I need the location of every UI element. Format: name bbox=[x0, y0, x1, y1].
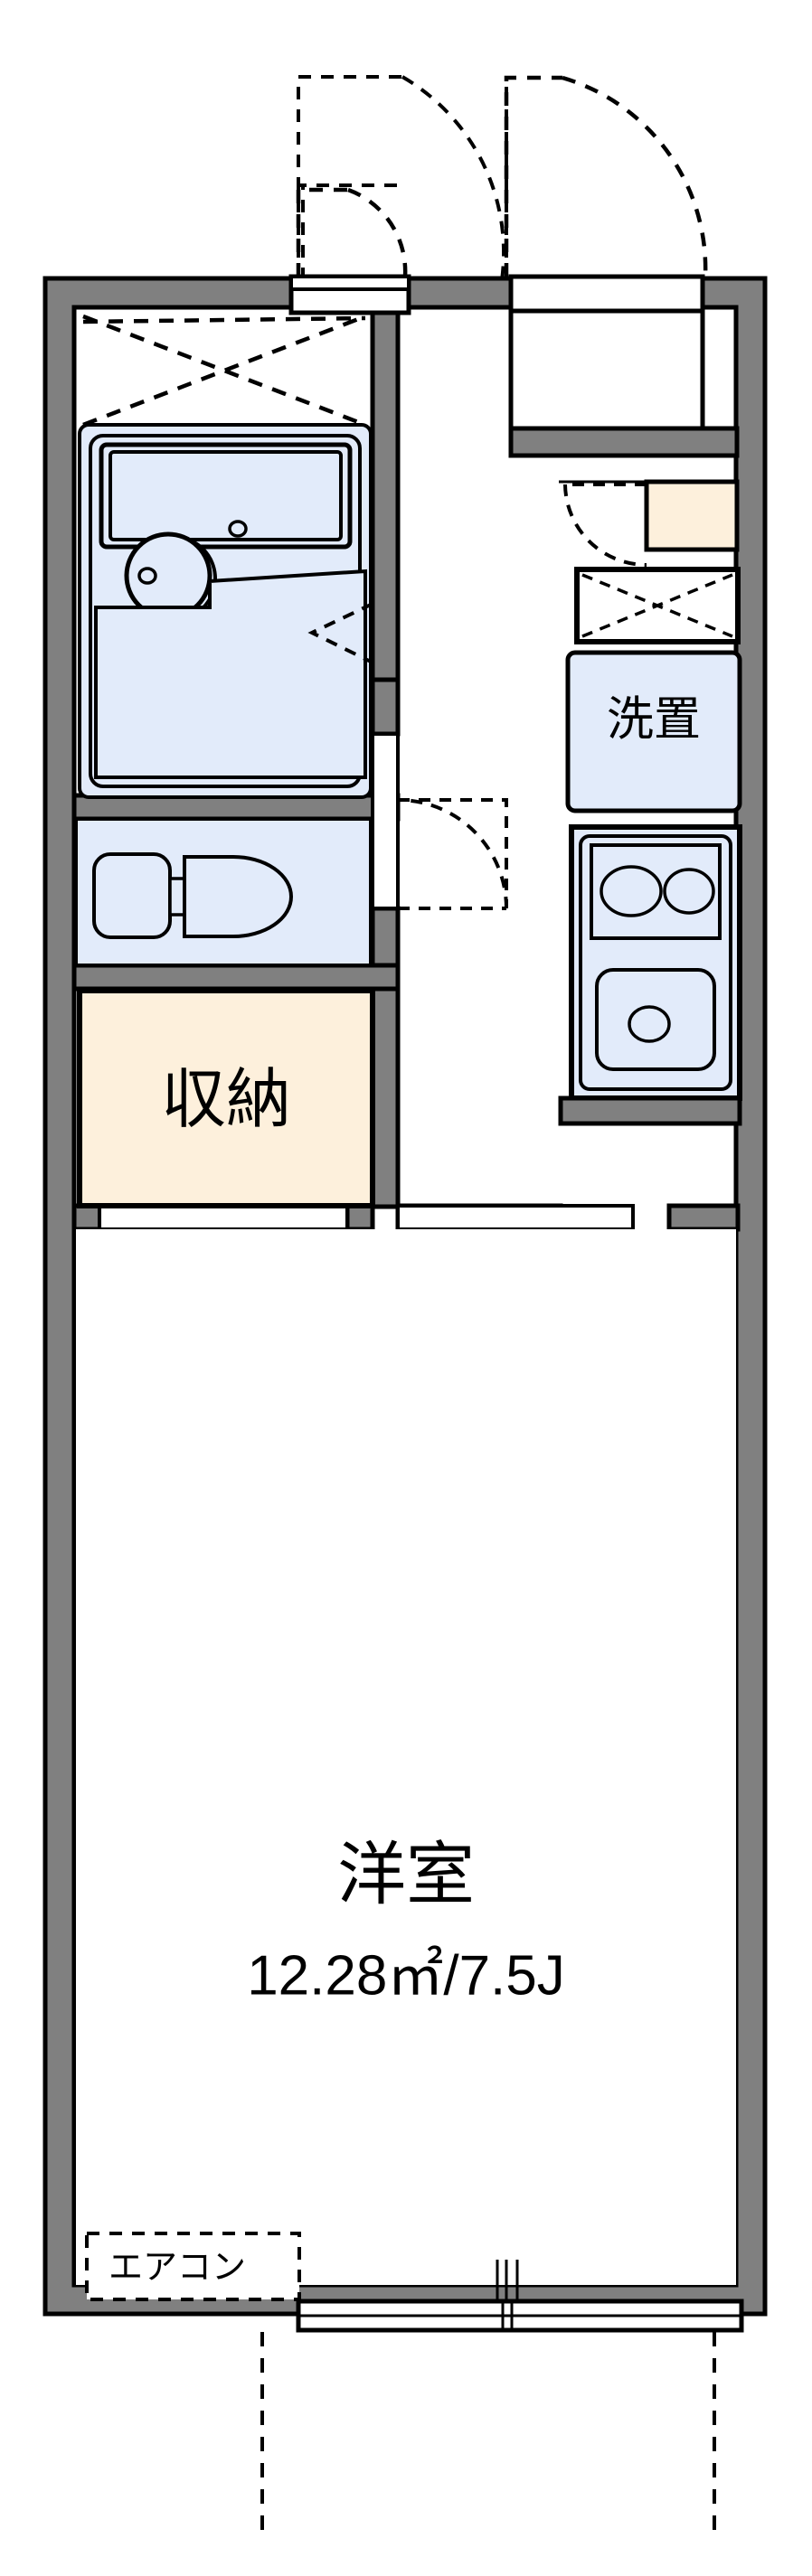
toilet-connector bbox=[168, 877, 186, 917]
balcony-window bbox=[296, 2299, 744, 2333]
top-wall-openings bbox=[288, 274, 411, 315]
gas-stove bbox=[590, 843, 722, 940]
outer-door-swing-right bbox=[504, 75, 708, 277]
main-room-name: 洋室 bbox=[337, 1837, 475, 1913]
main-room bbox=[76, 1229, 736, 2285]
air-conditioner-label: エアコン bbox=[109, 2249, 246, 2287]
bottom-tick-marks bbox=[496, 2260, 519, 2301]
air-conditioner-outline bbox=[85, 2232, 301, 2301]
toilet-bowl bbox=[183, 855, 293, 938]
entrance-area bbox=[508, 274, 740, 458]
bathtub-drain bbox=[228, 520, 248, 538]
toilet-room bbox=[74, 817, 373, 967]
shoe-box bbox=[644, 479, 740, 552]
shower-pan bbox=[94, 569, 367, 779]
washing-machine-space bbox=[565, 650, 742, 813]
kitchen-base-wall bbox=[558, 1095, 742, 1126]
balcony-rail-lines bbox=[260, 2332, 716, 2531]
bathtub bbox=[99, 442, 353, 550]
closet bbox=[77, 988, 375, 1208]
kitchen-sink bbox=[595, 968, 716, 1071]
round-wash-basin bbox=[124, 531, 217, 622]
basin-drain bbox=[137, 567, 157, 585]
main-room-area: 12.28㎡/7.5J bbox=[247, 1944, 565, 2007]
unit-bath bbox=[78, 423, 373, 799]
bath-ceiling-hatch bbox=[82, 314, 366, 428]
kitchen-unit bbox=[569, 824, 742, 1101]
closet-label: 収納 bbox=[161, 1064, 291, 1136]
overhead-cabinet bbox=[574, 567, 741, 644]
sink-drain bbox=[628, 1005, 671, 1043]
toilet-door-swing bbox=[397, 798, 508, 910]
entrance-inner-door-swing bbox=[563, 483, 647, 567]
stove-burner-small bbox=[663, 868, 715, 915]
outer-door-swing-left bbox=[296, 187, 408, 277]
toilet-tank bbox=[92, 852, 172, 939]
bath-folding-door bbox=[307, 602, 373, 664]
laundry-label: 洗置 bbox=[607, 694, 701, 747]
stove-burner-large bbox=[600, 865, 663, 917]
